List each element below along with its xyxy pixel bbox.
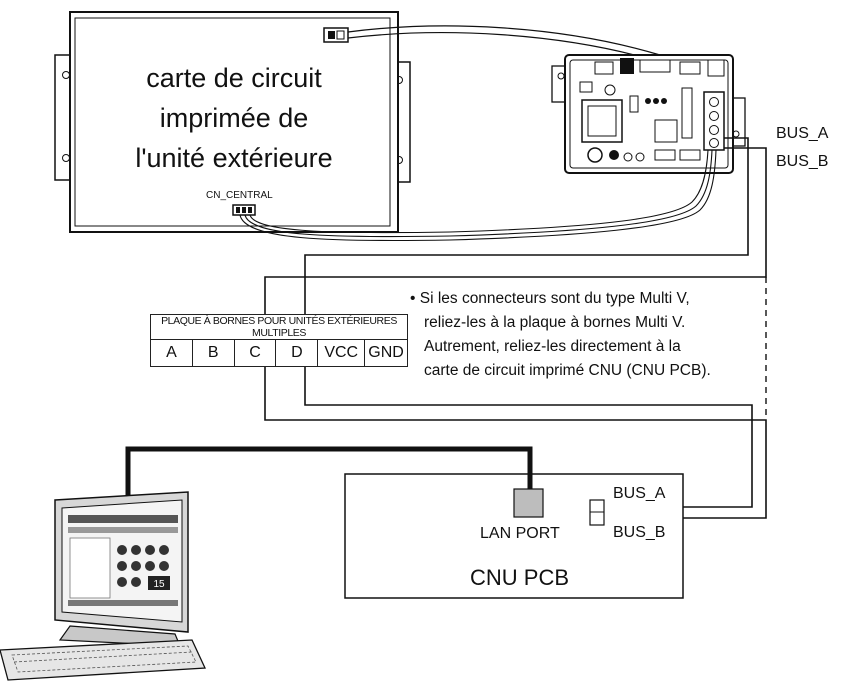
terminal-a: A <box>150 339 193 367</box>
terminal-b: B <box>191 339 235 367</box>
terminal-gnd: GND <box>364 339 408 367</box>
cn-central-cable <box>239 149 717 242</box>
note-line-1: • Si les connecteurs sont du type Multi … <box>410 290 690 307</box>
terminal-vcc: VCC <box>317 339 366 367</box>
cnu-bus-a-label: BUS_A <box>613 485 666 502</box>
lan-port-label: LAN PORT <box>480 525 560 542</box>
interface-pcb <box>551 54 746 174</box>
note-line-4: carte de circuit imprimé CNU (CNU PCB). <box>424 362 711 379</box>
terminal-d: D <box>275 339 319 367</box>
outdoor-bus-a-label: BUS_A <box>776 125 829 142</box>
outdoor-pcb-label-2: imprimée de <box>159 103 309 133</box>
terminal-plate-table: PLAQUE À BORNES POUR UNITÉS EXTÉRIEURES … <box>150 314 408 367</box>
lan-cable <box>125 446 533 505</box>
lan-port-icon <box>513 488 544 518</box>
terminal-c: C <box>233 339 277 367</box>
outdoor-bus-b-label: BUS_B <box>776 153 829 170</box>
computer-icon: 15 <box>0 491 206 681</box>
cnu-pcb-title: CNU PCB <box>470 565 570 590</box>
screen-readout: 15 <box>153 579 165 590</box>
note-line-3: Autrement, reliez-les directement à la <box>424 338 681 355</box>
outdoor-pcb-label-3: l'unité extérieure <box>135 143 333 173</box>
cn-central-label: CN_CENTRAL <box>206 190 273 201</box>
cnu-pcb-box <box>344 473 684 599</box>
outdoor-pcb-label-1: carte de circuit <box>146 63 322 93</box>
note-line-2: reliez-les à la plaque à bornes Multi V. <box>424 314 686 331</box>
terminal-plate-header: PLAQUE À BORNES POUR UNITÉS EXTÉRIEURES … <box>150 314 408 340</box>
outdoor-unit-pcb-enclosure <box>54 11 411 233</box>
cnu-bus-b-label: BUS_B <box>613 524 666 541</box>
